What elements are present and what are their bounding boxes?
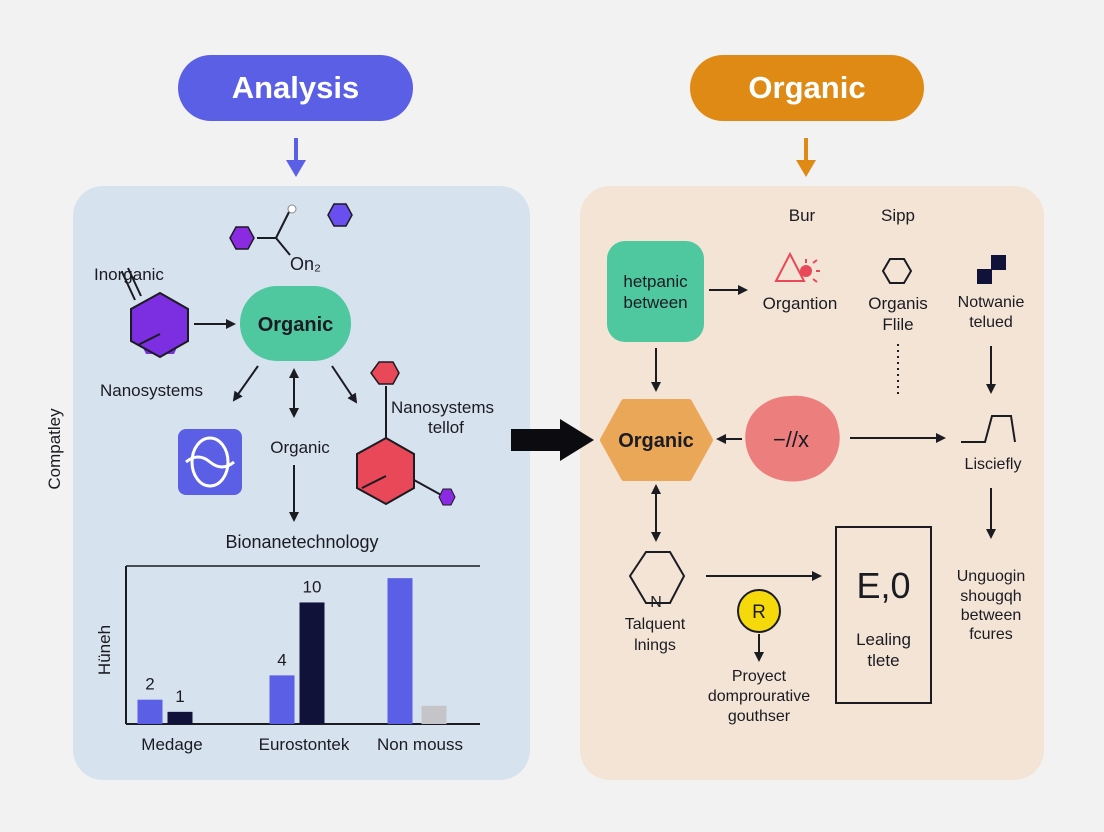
squares-icon: [977, 255, 1006, 284]
chart-category-label: Non mouss: [377, 735, 463, 754]
ring-n-label: N: [650, 594, 662, 611]
nanosystems-tellof-line1: Nanosystems: [391, 398, 494, 417]
bar-eurostontek-s1: [299, 602, 325, 724]
organic-right-node: Organic: [600, 399, 713, 481]
ungu-line1: Unguogin: [957, 568, 1026, 585]
side-label: Compatley: [45, 408, 64, 490]
chart-data-label: 1: [175, 687, 184, 706]
organic-pill: Organic: [690, 55, 924, 121]
bar-medage-s1: [167, 711, 193, 724]
bar-eurostontek-s0: [269, 675, 295, 724]
proyect-line2: domprourative: [708, 688, 810, 705]
analysis-pill: Analysis: [178, 55, 413, 121]
box-big-text: E,0: [856, 565, 910, 606]
molecule-top-icon: [229, 204, 297, 256]
chart-data-label: 2: [145, 675, 154, 694]
arrow-organic-to-red-molecule: [331, 365, 358, 404]
lisciefly-label: Lisciefly: [965, 456, 1022, 473]
hetpanic-node: hetpanic between: [607, 241, 704, 342]
r-badge: R: [737, 589, 781, 633]
r-badge-label: R: [752, 602, 766, 623]
chart-data-label: 10: [303, 577, 322, 596]
e0-box: E,0 Lealing tlete: [835, 526, 932, 704]
blob-label: −//x: [773, 427, 809, 452]
chart-category-label: Eurostontek: [259, 735, 350, 754]
organis-line1: Organis: [868, 294, 928, 313]
nanosystems-label: Nanosystems: [100, 381, 203, 400]
red-molecule-icon: [356, 361, 456, 506]
analysis-pill-label: Analysis: [232, 70, 360, 105]
bar-medage-s0: [137, 699, 163, 724]
top-label-bur: Bur: [789, 206, 816, 225]
step-signal-icon: [961, 415, 1016, 443]
arrow-organic-to-badge: [232, 365, 259, 402]
nanosystems-tellof-line2: tellof: [428, 418, 464, 437]
chart-data-label: 4: [277, 650, 286, 669]
notwanie-line1: Notwanie: [958, 294, 1025, 311]
top-label-sipp: Sipp: [881, 206, 915, 225]
inorganic-label: Inorganic: [94, 265, 164, 284]
organic-right-node-label: Organic: [618, 430, 694, 452]
hetpanic-line2: between: [623, 293, 687, 312]
bar-chart: Hüneh Medage Eurostontek Non mouss 2 1 4 10: [95, 565, 480, 754]
organic-small-label: Organic: [270, 438, 330, 457]
organic-down-arrow: [796, 138, 816, 177]
proyect-line1: Proyect: [732, 668, 787, 685]
ring-icon: [628, 551, 686, 604]
organic-pill-label: Organic: [748, 70, 865, 105]
big-right-arrow: [511, 419, 594, 461]
notwanie-line2: telued: [969, 314, 1013, 331]
hexagon-outline-icon: [881, 258, 913, 284]
warning-burst-icon: [774, 251, 820, 283]
ungu-line3: between: [961, 607, 1022, 624]
organis-line2: Flile: [882, 315, 913, 334]
box-line1: Lealing: [856, 630, 911, 649]
hetpanic-line1: hetpanic: [623, 272, 688, 291]
blob-node: −//x: [745, 395, 840, 482]
inorganic-hexagon-icon: [121, 267, 189, 359]
chart-ylabel: Hüneh: [95, 625, 114, 675]
ungu-line2: shougqh: [960, 588, 1021, 605]
hexagon-small-icon: [327, 203, 353, 227]
bar-non-mouss-s2: [421, 705, 447, 724]
proyect-line3: gouthser: [728, 708, 791, 725]
analysis-down-arrow: [286, 138, 306, 177]
talquent-line2: lnings: [634, 637, 676, 654]
chart-category-label: Medage: [141, 735, 202, 754]
bar-non-mouss-s0: [387, 578, 413, 724]
on2-label: On₂: [290, 254, 321, 274]
bionanotechnology-label: Bionanеtechnology: [225, 532, 378, 552]
organic-node: Organic: [240, 286, 351, 361]
talquent-line1: Talquent: [625, 616, 686, 633]
organic-node-label: Organic: [258, 314, 334, 336]
organtion-label: Organtion: [763, 294, 838, 313]
wave-badge-icon: [178, 429, 242, 495]
ungu-line4: fcures: [969, 626, 1013, 643]
box-line2: tlete: [867, 651, 899, 670]
